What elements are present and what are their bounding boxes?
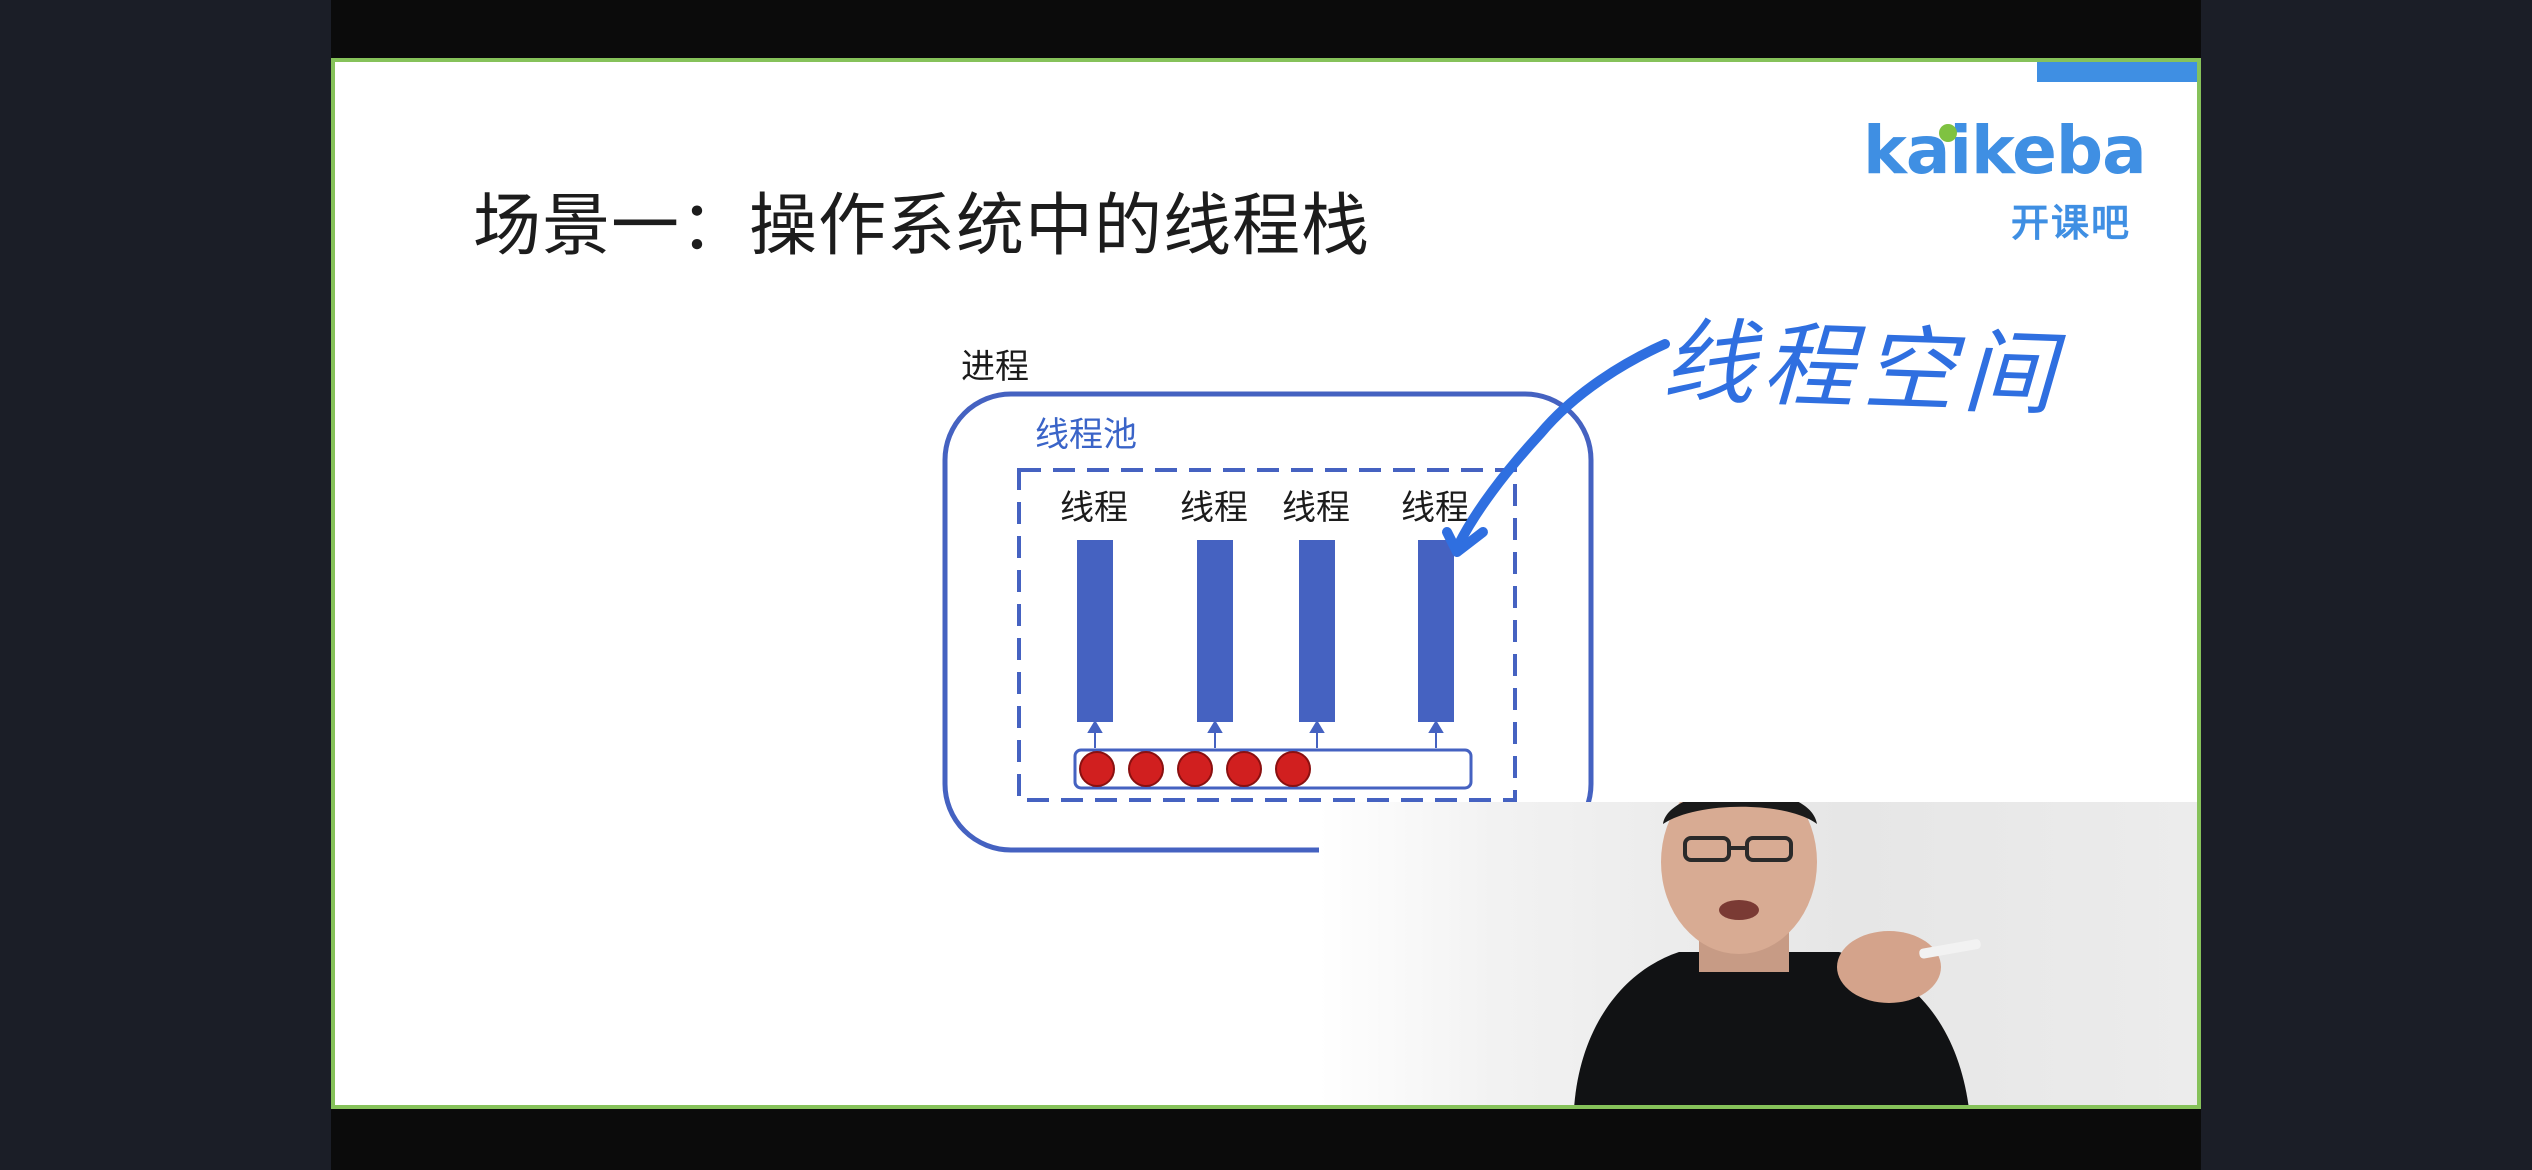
thread-label-1: 线程 (1060, 488, 1128, 528)
presenter-silhouette (1574, 802, 1981, 1105)
thread-label-2: 线程 (1180, 488, 1248, 528)
process-label: 进程 (961, 347, 1029, 387)
thread-stack-bar-3 (1299, 540, 1335, 722)
kaikeba-logo: kaikeba 开课吧 (1863, 112, 2163, 245)
thread-label-3: 线程 (1282, 488, 1350, 528)
logo-wordmark: kaikeba (1863, 112, 2147, 189)
process-box (942, 391, 1594, 853)
presenter-hair (1663, 802, 1817, 824)
presenter-head (1661, 802, 1817, 954)
annotation-arrow (1454, 339, 1670, 549)
task-dot (1177, 751, 1213, 787)
task-queue (1073, 748, 1473, 790)
task-dots (1079, 751, 1311, 787)
presenter-webcam (1319, 802, 2197, 1105)
thread-pool-diagram: 进程 线程池 线程 线程 线程 线程 (942, 339, 1670, 853)
presenter-pen (1919, 939, 1981, 959)
task-dot (1275, 751, 1311, 787)
presenter-glasses (1683, 836, 1793, 862)
thread-pool-label: 线程池 (1035, 415, 1137, 455)
queue-arrowhead-3 (1309, 720, 1325, 733)
presenter-hand (1837, 931, 1941, 1003)
annotation-arrowhead (1442, 527, 1488, 557)
thread-pool-box (1017, 468, 1517, 802)
queue-arrowhead-2 (1207, 720, 1223, 733)
thread-stack-bar-1 (1077, 540, 1113, 722)
task-dot (1079, 751, 1115, 787)
presenter-mouth (1719, 900, 1759, 920)
thread-stack-bar-4 (1418, 540, 1454, 722)
thread-stack-bar-2 (1197, 540, 1233, 722)
progress-indicator (2037, 62, 2197, 82)
queue-arrowhead-4 (1428, 720, 1444, 733)
task-dot (1226, 751, 1262, 787)
thread-label-4: 线程 (1401, 488, 1469, 528)
logo-chinese-name: 开课吧 (2011, 201, 2132, 245)
task-dot (1128, 751, 1164, 787)
handwritten-annotation: 线程空间 (1660, 308, 2065, 429)
slide-title: 场景一：操作系统中的线程栈 (473, 187, 1371, 266)
queue-arrowhead-1 (1087, 720, 1103, 733)
logo-dot-icon (1939, 124, 1957, 142)
presentation-slide: 场景一：操作系统中的线程栈 kaikeba 开课吧 进程 线程池 线程 线程 线… (331, 58, 2201, 1109)
